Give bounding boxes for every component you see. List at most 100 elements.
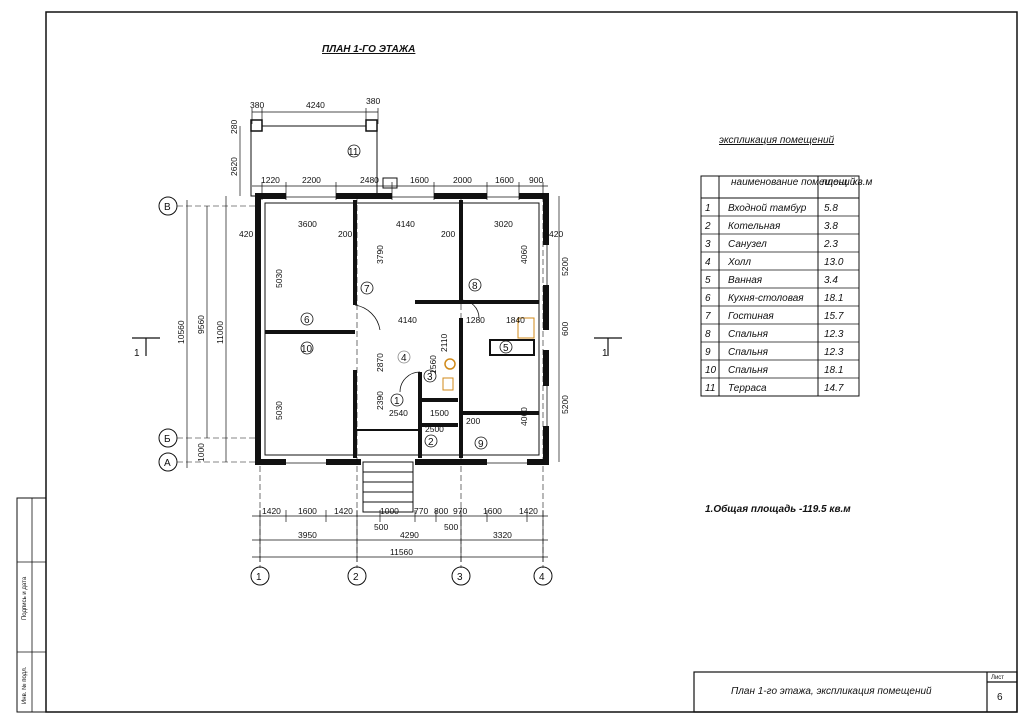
table-cell-number: 2 (704, 221, 711, 232)
dim-label: 1600 (298, 506, 317, 516)
terrace-outline (250, 125, 378, 197)
table-cell-area: 2.3 (823, 239, 838, 250)
dim-label: 420 (549, 229, 563, 239)
dim-label: 4060 (519, 407, 529, 426)
table-cell-name: Котельная (728, 221, 781, 232)
dim-label: 1600 (410, 175, 429, 185)
dim-label: 3320 (493, 530, 512, 540)
table-cell-name: Гостиная (728, 311, 774, 322)
room-3: 3 (427, 372, 433, 383)
table-cell-number: 3 (705, 239, 711, 250)
dim-label: 600 (560, 322, 570, 336)
dim-label: 2390 (375, 391, 385, 410)
axis-bubbles (158, 196, 553, 586)
terrace-post-right (365, 119, 378, 132)
table-cell-area: 14.7 (824, 383, 844, 394)
table-cell-name: Ванная (728, 275, 763, 286)
dim-label: 500 (374, 522, 388, 532)
dim-label: 200 (466, 416, 480, 426)
dim-label: 200 (338, 229, 352, 239)
room-2: 2 (428, 437, 434, 448)
axis-row-b: Б (164, 434, 171, 445)
explication-title: экспликация помещений (719, 135, 835, 146)
dim-label: 1500 (430, 408, 449, 418)
dimension-labels: 380 4240 380 1220 2200 2480 1600 2000 16… (176, 96, 570, 557)
terrace-post-left (250, 119, 263, 132)
axis-row-v: В (164, 202, 171, 213)
dim-label: 420 (239, 229, 253, 239)
dim-label: 3020 (494, 219, 513, 229)
dim-label: 5200 (560, 395, 570, 414)
dim-label: 10560 (176, 320, 186, 344)
dim-label: 900 (529, 175, 543, 185)
dim-label: 1420 (519, 506, 538, 516)
axis-row-a: А (164, 458, 171, 469)
axis-col-3: 3 (457, 572, 463, 583)
dim-label: 1840 (506, 315, 525, 325)
dim-label: 2540 (389, 408, 408, 418)
table-cell-area: 12.3 (824, 347, 844, 358)
table-cell-number: 5 (705, 275, 711, 286)
entrance-steps (362, 461, 414, 513)
table-cell-name: Спальня (728, 347, 769, 358)
room-6: 6 (304, 315, 310, 326)
table-cell-name: Кухня-столовая (728, 293, 804, 304)
table-cell-number: 8 (705, 329, 711, 340)
axis-col-1: 1 (256, 572, 262, 583)
total-area-note: 1.Общая площадь -119.5 кв.м (705, 503, 851, 515)
dim-label: 5030 (274, 401, 284, 420)
table-cell-area: 5.8 (824, 203, 838, 214)
dim-label: 5200 (560, 257, 570, 276)
table-cell-area: 3.8 (824, 221, 838, 232)
dim-label: 3950 (298, 530, 317, 540)
table-cell-number: 10 (705, 365, 717, 376)
dim-label: 1000 (380, 506, 399, 516)
table-cell-number: 6 (705, 293, 711, 304)
table-cell-area: 18.1 (824, 293, 843, 304)
table-cell-number: 9 (705, 347, 711, 358)
table-cell-area: 12.3 (824, 329, 844, 340)
dim-label: 2110 (439, 333, 449, 352)
dim-label: 4140 (396, 219, 415, 229)
table-cell-area: 18.1 (824, 365, 843, 376)
dim-label: 1600 (495, 175, 514, 185)
axis-col-2: 2 (353, 572, 359, 583)
outer-wall (255, 193, 549, 465)
dim-label: 1420 (262, 506, 281, 516)
stamp-caption: План 1-го этажа, экспликация помещений (731, 686, 932, 697)
room-1: 1 (394, 396, 400, 407)
dim-label: 2480 (360, 175, 379, 185)
room-11: 11 (348, 147, 359, 158)
table-cell-name: Спальня (728, 329, 769, 340)
table-cell-name: Спальня (728, 365, 769, 376)
dim-label: 380 (250, 100, 264, 110)
dim-label: 280 (229, 120, 239, 134)
room-9: 9 (478, 439, 484, 450)
table-cell-number: 7 (705, 311, 711, 322)
dim-label: 2500 (425, 424, 444, 434)
table-cell-number: 11 (705, 383, 715, 394)
stamp-sheet-label: Лист (991, 675, 1004, 681)
dim-label: 9560 (196, 315, 206, 334)
dim-label: 2000 (453, 175, 472, 185)
dim-label: 1560 (428, 355, 438, 374)
stamp-sheet-number: 6 (997, 692, 1003, 703)
dim-label: 3790 (375, 245, 385, 264)
table-cell-name: Терраса (728, 383, 767, 394)
table-cell-name: Санузел (728, 239, 767, 250)
table-cell-number: 1 (705, 203, 711, 214)
dim-label: 800 (434, 506, 448, 516)
dim-label: 4290 (400, 530, 419, 540)
side-strip-top-text: Подпись и дата (22, 576, 28, 620)
section-mark-left: 1 (134, 348, 140, 359)
room-5: 5 (503, 343, 509, 354)
title-stamp (693, 671, 1018, 713)
dim-label: 970 (453, 506, 467, 516)
dim-label: 11000 (215, 321, 225, 344)
table-cell-area: 3.4 (824, 275, 838, 286)
explication-header-area: площ. кв.м (822, 177, 872, 188)
dim-label: 5030 (274, 269, 284, 288)
dim-label: 2620 (229, 157, 239, 176)
dim-label: 1000 (196, 443, 206, 462)
